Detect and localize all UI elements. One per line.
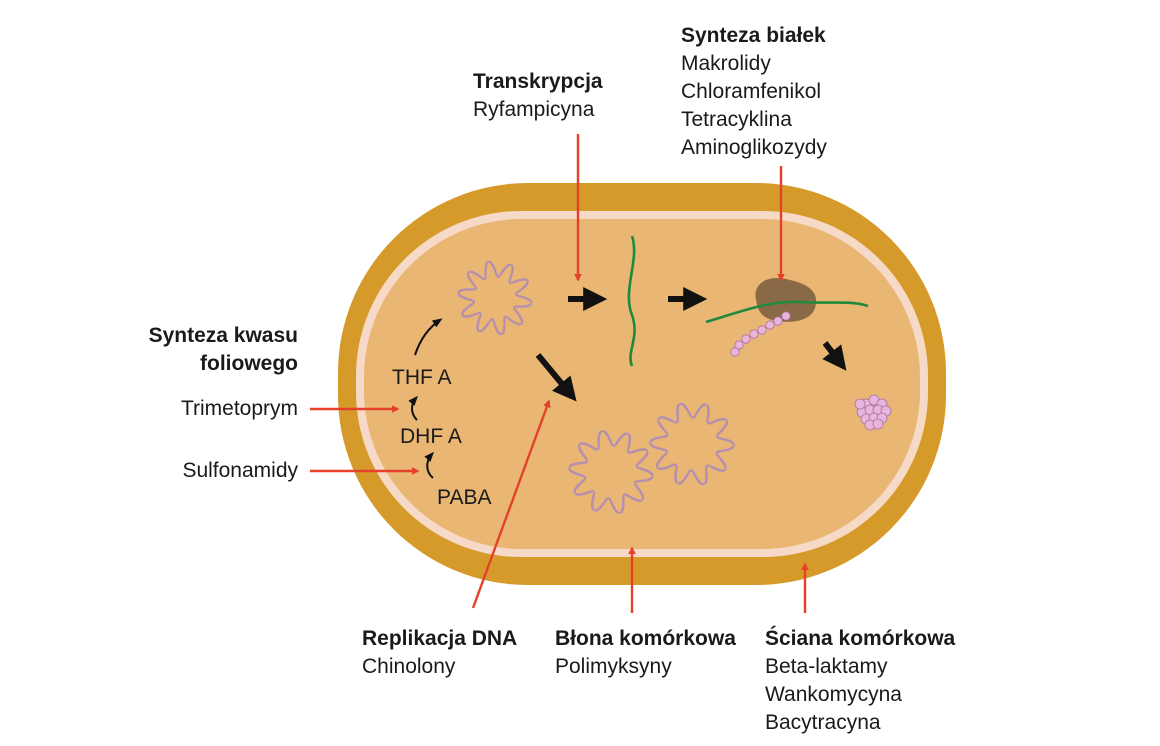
bacitracin-label: Bacytracyna [765, 711, 881, 734]
plasmid-dna-icon [568, 430, 654, 514]
protein-bead [757, 325, 767, 335]
folate-title-line2: foliowego [200, 352, 298, 375]
protein-synthesis-title: Synteza białek [681, 24, 826, 47]
cell-membrane-title: Błona komórkowa [555, 627, 736, 650]
dhf-label: DHF A [400, 425, 462, 448]
vancomycin-label: Wankomycyna [765, 683, 902, 706]
protein-bead [741, 334, 751, 344]
process-arrow [535, 353, 577, 402]
protein-bead [749, 329, 759, 339]
cell-membrane-label: Błona komórkowa Polimyksyny [555, 625, 736, 681]
mrna-icon [627, 235, 636, 367]
protein-bead [872, 418, 884, 430]
plasmid-dna-icon [649, 402, 735, 486]
paba-label: PABA [437, 486, 492, 509]
protein-bead [765, 320, 775, 330]
mrna-icon [705, 300, 869, 324]
process-arrow [822, 341, 847, 371]
macrolides-label: Makrolidy [681, 52, 771, 75]
aminoglycosides-label: Aminoglikozydy [681, 136, 827, 159]
transcription-label: Transkrypcja Ryfampicyna [473, 68, 603, 124]
sulfonamides-text: Sulfonamidy [182, 459, 298, 482]
chloramphenicol-label: Chloramfenikol [681, 80, 822, 103]
protein-synthesis-label: Synteza białek Makrolidy Chloramfenikol … [681, 22, 827, 162]
pathway-arrow [414, 318, 443, 356]
dna-replication-title: Replikacja DNA [362, 627, 518, 650]
protein-cluster-icon [854, 394, 892, 431]
inhibitor-arrow-dna-replication [471, 399, 551, 609]
cell-wall-title: Ściana komórkowa [765, 627, 956, 650]
rifampicin-label: Ryfampicyna [473, 98, 595, 121]
protein-bead [781, 311, 791, 321]
ribosome-icon [755, 278, 817, 322]
dna-replication-label: Replikacja DNA Chinolony [362, 625, 517, 681]
pathway-arrow [408, 395, 418, 421]
protein-bead [773, 316, 783, 326]
pathway-arrow [424, 451, 434, 479]
tetracycline-label: Tetracyklina [681, 108, 792, 131]
polymyxins-label: Polimyksyny [555, 655, 672, 678]
protein-bead [730, 347, 740, 357]
sulfonamides-label: Sulfonamidy [182, 457, 298, 485]
trimethoprim-label: Trimetoprym [181, 395, 298, 423]
protein-chain-icon [730, 311, 791, 357]
cell-wall-label: Ściana komórkowa Beta-laktamy Wankomycyn… [765, 625, 955, 737]
transcription-title: Transkrypcja [473, 70, 603, 93]
beta-lactams-label: Beta-laktamy [765, 655, 888, 678]
folate-synthesis-label: Synteza kwasu foliowego [149, 322, 298, 378]
protein-bead [854, 398, 866, 410]
thf-label: THF A [392, 366, 452, 389]
folate-title-line1: Synteza kwasu [148, 324, 298, 347]
plasmid-dna-icon [457, 260, 533, 336]
protein-bead [734, 340, 744, 350]
trimethoprim-text: Trimetoprym [180, 397, 298, 420]
quinolones-label: Chinolony [362, 655, 456, 678]
